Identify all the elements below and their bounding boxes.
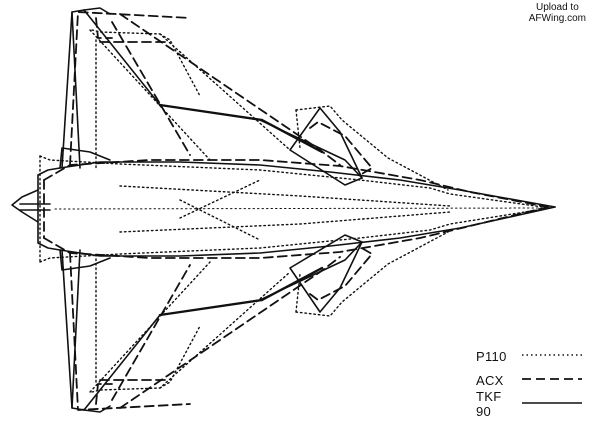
watermark-line-1: Upload to <box>535 2 579 13</box>
fuselage-detail-lines <box>54 207 541 210</box>
acx-outline <box>43 11 549 411</box>
legend-row-acx: ACX <box>476 368 586 392</box>
legend-label-acx: ACX <box>476 372 504 388</box>
tkf90-outline <box>11 7 556 413</box>
legend-label-p110: P110 <box>476 348 507 364</box>
legend-row-tkf90: TKF 90 <box>476 389 586 419</box>
legend-swatches <box>522 354 582 404</box>
watermark: Upload to AFWing.com <box>529 2 586 24</box>
legend-row-p110: P110 <box>476 344 586 368</box>
p110-outline <box>39 29 551 393</box>
watermark-line-2: AFWing.com <box>528 13 586 24</box>
legend: P110 ACX TKF 90 <box>476 344 586 420</box>
legend-label-tkf90: TKF 90 <box>476 389 502 419</box>
